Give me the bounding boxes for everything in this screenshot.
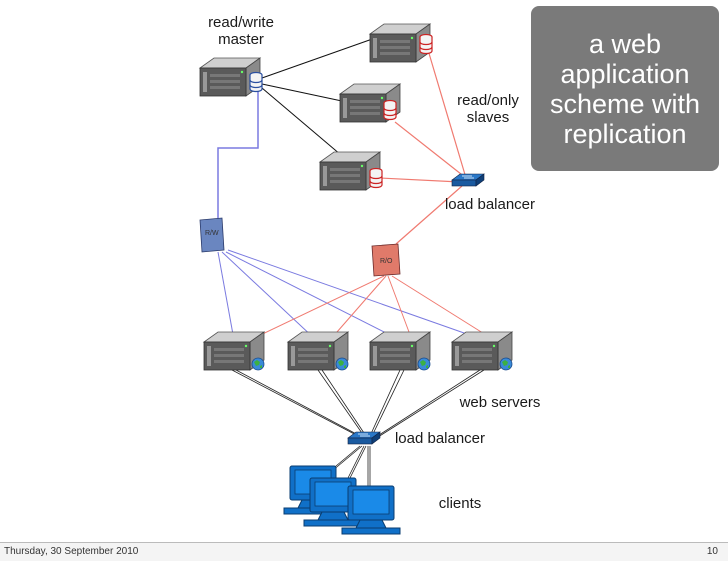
web-load-balancer-label: load balancer bbox=[394, 430, 486, 447]
slave-db-server-3 bbox=[319, 151, 383, 191]
web-load-balancer-switch-icon bbox=[347, 431, 381, 445]
footer-bar: Thursday, 30 September 2010 10 bbox=[0, 542, 728, 561]
ro-lb-link bbox=[395, 185, 463, 245]
rw-config-doc-icon: R/W bbox=[199, 217, 225, 253]
master-label: read/write master bbox=[208, 14, 274, 48]
slide-number: 10 bbox=[700, 527, 714, 541]
clients-label: clients bbox=[438, 495, 482, 512]
web-server-2 bbox=[287, 331, 349, 371]
ro-doc-label: R/O bbox=[380, 258, 393, 265]
slaves-label: read/only slaves bbox=[457, 92, 519, 126]
footer-page-number: 10 bbox=[706, 546, 718, 557]
footer-date: Thursday, 30 September 2010 bbox=[4, 546, 139, 557]
rw-web-links bbox=[217, 249, 485, 341]
slave-db-server-2 bbox=[339, 83, 401, 123]
client-computer-3 bbox=[341, 485, 401, 535]
master-db-server bbox=[199, 57, 263, 97]
web-server-3 bbox=[369, 331, 431, 371]
slave-lb-links bbox=[379, 49, 467, 183]
web-server-4 bbox=[451, 331, 513, 371]
web-servers-label: web servers bbox=[459, 394, 541, 411]
ro-web-links bbox=[249, 275, 495, 341]
slide-title: a web application scheme with replicatio… bbox=[531, 6, 719, 171]
web-server-1 bbox=[203, 331, 265, 371]
db-load-balancer-switch-icon bbox=[451, 173, 485, 187]
slave-db-server-1 bbox=[369, 23, 433, 63]
replication-arrow-1 bbox=[261, 35, 379, 79]
rw-doc-label: R/W bbox=[205, 230, 219, 237]
rw-master-link bbox=[217, 92, 259, 222]
web-lb-links bbox=[231, 369, 485, 438]
ro-config-doc-icon: R/O bbox=[371, 243, 401, 277]
db-load-balancer-label: load balancer bbox=[444, 196, 536, 213]
